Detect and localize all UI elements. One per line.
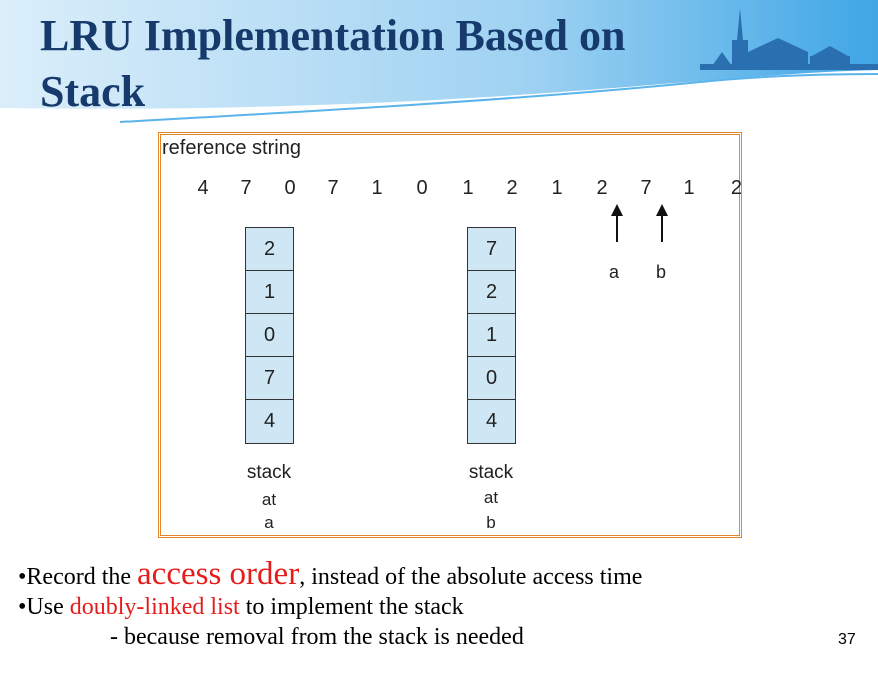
reference-item: 1 [462, 177, 474, 199]
reference-item: 7 [640, 177, 652, 199]
marker-b-label: b [656, 262, 667, 282]
page-number: 37 [838, 631, 856, 648]
slide-title-line1: LRU Implementation Based on [40, 11, 626, 60]
stack-at-a: 2 1 0 7 4 [245, 227, 294, 444]
stack-a-caption: stack [246, 462, 292, 483]
header-decoration [0, 0, 878, 123]
stack-b-caption: stack [468, 462, 514, 483]
stack-cell: 7 [468, 228, 515, 271]
stack-cell: 0 [246, 314, 293, 357]
reference-item: 1 [683, 177, 695, 199]
reference-string-label: reference string [162, 137, 301, 159]
stack-cell: 1 [468, 314, 515, 357]
slide-title: LRU Implementation Based on Stack [40, 8, 626, 120]
sub-bullet-removal: - because removal from the stack is need… [110, 624, 524, 650]
stack-cell: 1 [246, 271, 293, 314]
marker-a-label: a [609, 262, 620, 282]
stack-cell: 2 [246, 228, 293, 271]
stack-a-caption-at: at [261, 490, 277, 509]
reference-item: 4 [197, 177, 209, 199]
arrow-up-icon [611, 204, 623, 242]
reference-item: 7 [327, 177, 339, 199]
reference-item: 2 [596, 177, 608, 199]
stack-cell: 4 [246, 400, 293, 443]
stack-b-caption-label: b [486, 513, 496, 532]
arrow-up-icon [656, 204, 668, 242]
highlight-doubly-linked-list: doubly-linked list [69, 594, 240, 620]
reference-item: 1 [371, 177, 383, 199]
stack-cell: 4 [468, 400, 515, 443]
stack-cell: 7 [246, 357, 293, 400]
church-silhouette-icon [700, 8, 878, 70]
reference-item: 0 [284, 177, 296, 199]
reference-item: 2 [506, 177, 518, 199]
slide-title-line2: Stack [40, 67, 146, 116]
stack-at-b: 7 2 1 0 4 [467, 227, 516, 444]
stack-a-caption-label: a [264, 513, 274, 532]
bullet-doubly-linked-list: •Use doubly-linked list to implement the… [18, 594, 464, 620]
reference-item: 7 [240, 177, 252, 199]
reference-item: 0 [416, 177, 428, 199]
stack-cell: 2 [468, 271, 515, 314]
stack-b-caption-at: at [483, 488, 499, 507]
reference-item: 1 [551, 177, 563, 199]
highlight-access-order: access order [137, 556, 300, 592]
stack-cell: 0 [468, 357, 515, 400]
reference-item: 2 [730, 177, 742, 199]
bullet-access-order: •Record the access order, instead of the… [18, 556, 643, 592]
